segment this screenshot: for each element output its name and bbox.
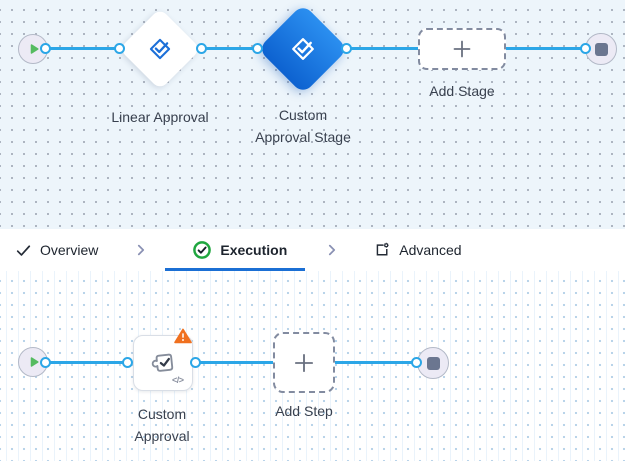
check-icon	[15, 242, 32, 259]
tab-label: Overview	[40, 242, 99, 258]
connector-port[interactable]	[40, 43, 51, 54]
edge	[200, 47, 260, 50]
node-label: Linear Approval	[111, 109, 209, 125]
approval-stage-icon	[289, 35, 317, 63]
chevron-right-icon	[134, 243, 148, 257]
chevron-right-icon	[325, 243, 339, 257]
connector-port[interactable]	[252, 43, 263, 54]
node-label: Custom Approval	[92, 403, 232, 447]
active-tab-underline	[165, 268, 305, 271]
approval-stage-icon	[147, 36, 173, 62]
plus-icon	[450, 37, 474, 61]
connector-port[interactable]	[196, 43, 207, 54]
tab-execution[interactable]: Execution	[192, 240, 287, 260]
code-icon: </>	[172, 375, 184, 385]
node-label: Add Stage	[429, 83, 495, 99]
edge	[345, 47, 420, 50]
node-label-line: Approval Stage	[255, 129, 351, 145]
edge	[333, 361, 419, 364]
stage-tabbar: Overview Execution	[0, 229, 625, 271]
connector-port[interactable]	[411, 357, 422, 368]
stop-icon	[426, 356, 440, 370]
approval-step-icon	[147, 347, 180, 380]
stage-node-custom-approval-stage[interactable]	[257, 3, 349, 95]
node-label-line: Approval	[134, 428, 190, 444]
stage-node-linear-approval[interactable]	[118, 7, 202, 91]
edge	[505, 47, 589, 50]
play-icon	[26, 355, 40, 369]
check-circle-icon	[192, 240, 212, 260]
edge	[194, 361, 275, 364]
node-label: Custom Approval Stage	[233, 104, 373, 148]
plus-icon	[291, 350, 317, 376]
connector-port[interactable]	[114, 43, 125, 54]
edge	[44, 361, 130, 364]
node-label-line: Custom	[137, 406, 187, 422]
edge	[44, 47, 122, 50]
add-stage-button[interactable]	[418, 28, 506, 70]
warning-icon[interactable]	[174, 328, 192, 344]
connector-port[interactable]	[40, 357, 51, 368]
connector-port[interactable]	[190, 357, 201, 368]
advanced-settings-icon	[373, 241, 391, 259]
stop-icon	[594, 42, 608, 56]
tab-label: Advanced	[399, 242, 462, 258]
tab-overview[interactable]: Overview	[15, 242, 98, 259]
tab-label: Execution	[220, 242, 288, 258]
connector-port[interactable]	[580, 43, 591, 54]
stages-canvas[interactable]: Linear Approval Custom Approval Stage Ad…	[0, 0, 625, 229]
connector-port[interactable]	[122, 357, 133, 368]
node-label-line: Custom	[278, 107, 328, 123]
tab-advanced[interactable]: Advanced	[373, 241, 462, 259]
play-icon	[26, 42, 40, 56]
node-label: Add Step	[275, 403, 333, 419]
steps-canvas[interactable]: </> Custom Approval Add Step	[0, 271, 625, 461]
connector-port[interactable]	[341, 43, 352, 54]
add-step-button[interactable]	[273, 332, 335, 393]
